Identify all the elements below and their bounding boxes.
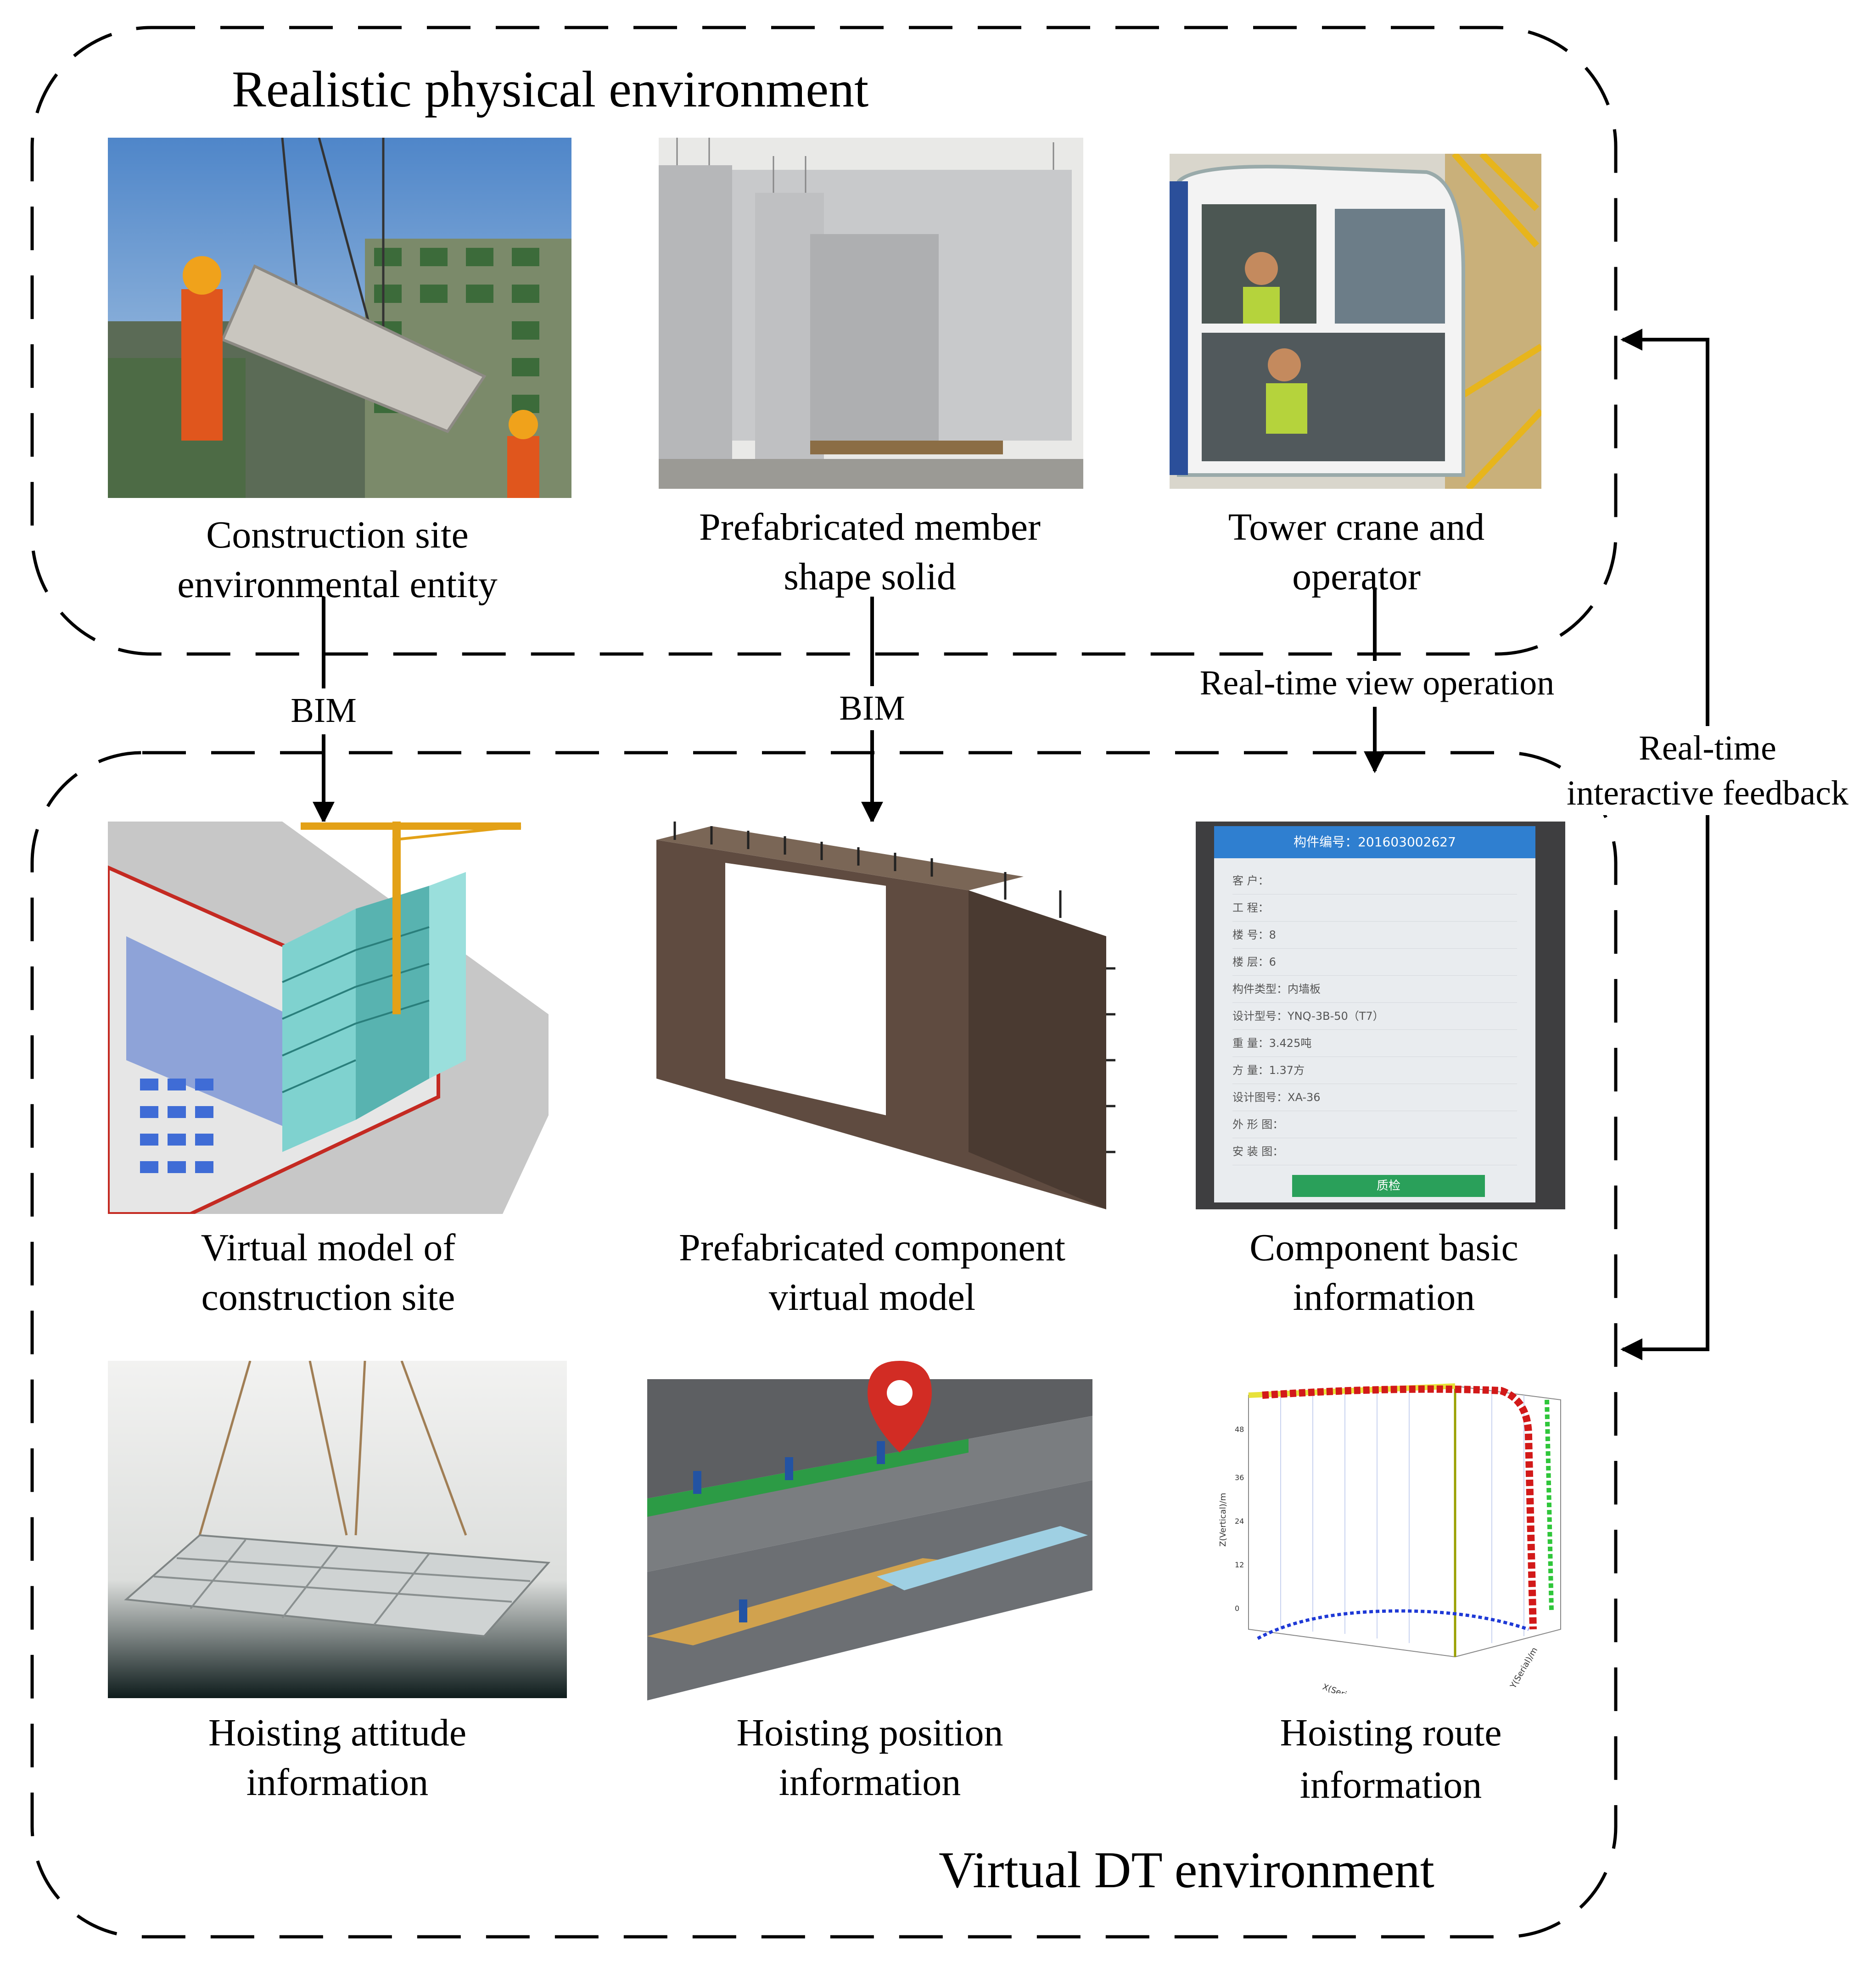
tower-crane-label-line1: Tower crane and bbox=[1228, 506, 1485, 548]
tablet-info-row: 工 程： bbox=[1232, 895, 1517, 922]
tower-crane-photo bbox=[1170, 154, 1541, 489]
construction-site-label-line2: environmental entity bbox=[177, 563, 498, 606]
z-tick-48: 48 bbox=[1235, 1425, 1244, 1434]
feedback-label-line1: Real-time bbox=[1602, 726, 1813, 770]
z-tick-24: 24 bbox=[1235, 1517, 1244, 1526]
tower-crane-label-line2: operator bbox=[1292, 555, 1421, 598]
realtime-view-label: Real-time view operation bbox=[1175, 661, 1579, 705]
hoisting-route-chart: 0 12 24 36 48 Z(Vertical)/m X(Serial)/m … bbox=[1216, 1372, 1574, 1694]
tablet-info-row: 客 户： bbox=[1232, 867, 1517, 895]
virtual-environment-title: Virtual DT environment bbox=[939, 1842, 1434, 1899]
quality-check-button[interactable]: 质检 bbox=[1292, 1175, 1485, 1197]
tablet-info-row: 设计型号：YNQ-3B-50（T7） bbox=[1232, 1003, 1517, 1030]
component-virtual-model bbox=[647, 822, 1118, 1209]
feedback-label-line2: interactive feedback bbox=[1547, 771, 1868, 815]
hoisting-route-label-line2: information bbox=[1299, 1764, 1482, 1806]
hoisting-position-image bbox=[647, 1361, 1092, 1700]
tablet-header: 构件编号：201603002627 bbox=[1214, 826, 1535, 858]
virtual-environment-boundary bbox=[30, 751, 1618, 1939]
physical-environment-boundary bbox=[30, 26, 1618, 656]
bim-label-middle: BIM bbox=[829, 686, 916, 730]
component-model-label-line2: virtual model bbox=[768, 1276, 976, 1319]
tablet-info-row: 安 装 图： bbox=[1232, 1138, 1517, 1165]
z-tick-12: 12 bbox=[1235, 1560, 1244, 1569]
component-info-label-line1: Component basic bbox=[1249, 1226, 1518, 1269]
virtual-site-model bbox=[108, 822, 549, 1214]
bim-label-left: BIM bbox=[280, 688, 367, 732]
hoisting-attitude-label-line1: Hoisting attitude bbox=[208, 1711, 467, 1754]
component-model-label-line1: Prefabricated component bbox=[679, 1226, 1065, 1269]
component-info-label-line2: information bbox=[1293, 1276, 1475, 1319]
virtual-site-label-line1: Virtual model of bbox=[201, 1226, 456, 1269]
virtual-site-label-line2: construction site bbox=[201, 1276, 455, 1319]
construction-site-photo bbox=[108, 138, 571, 498]
tablet-info-row: 重 量：3.425吨 bbox=[1232, 1030, 1517, 1057]
z-tick-36: 36 bbox=[1235, 1473, 1244, 1482]
prefab-member-label-line2: shape solid bbox=[784, 555, 956, 598]
z-tick-0: 0 bbox=[1235, 1604, 1239, 1613]
tablet-info-row: 楼 号：8 bbox=[1232, 922, 1517, 949]
tablet-info-row: 方 量：1.37方 bbox=[1232, 1057, 1517, 1084]
prefabricated-member-photo bbox=[659, 138, 1083, 489]
tablet-info-row: 构件类型：内墙板 bbox=[1232, 976, 1517, 1003]
hoisting-route-label-line1: Hoisting route bbox=[1280, 1711, 1502, 1754]
tablet-info-row: 楼 层：6 bbox=[1232, 949, 1517, 976]
z-axis-label: Z(Vertical)/m bbox=[1218, 1493, 1228, 1547]
physical-environment-title: Realistic physical environment bbox=[232, 61, 869, 118]
hoisting-attitude-label-line2: information bbox=[246, 1761, 429, 1804]
tablet-info-row: 设计图号：XA-36 bbox=[1232, 1084, 1517, 1111]
tablet-info-row: 外 形 图： bbox=[1232, 1111, 1517, 1138]
hoisting-position-label-line2: information bbox=[778, 1761, 961, 1804]
hoisting-position-label-line1: Hoisting position bbox=[736, 1711, 1003, 1754]
hoisting-attitude-image bbox=[108, 1361, 567, 1698]
construction-site-label-line1: Construction site bbox=[206, 514, 469, 556]
prefab-member-label-line1: Prefabricated member bbox=[699, 506, 1041, 548]
